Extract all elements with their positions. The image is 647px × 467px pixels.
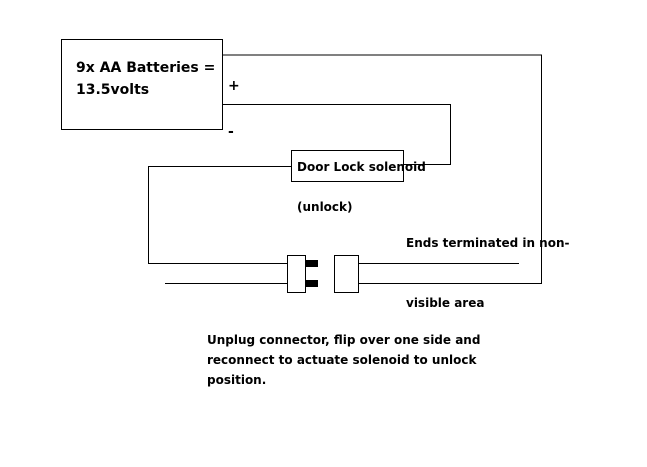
battery-plus-sign: + [228,78,240,94]
solenoid-box [291,150,404,182]
battery-minus-sign: - [228,124,234,140]
instructions-line2: reconnect to actuate solenoid to unlock [207,353,477,367]
connector-right-half [334,255,359,293]
battery-to-solenoid-wire [222,104,451,165]
connector-left-half [287,255,306,293]
solenoid-state-label: (unlock) [297,200,353,214]
connector-pin-top [306,260,318,267]
ends-note-line1: Ends terminated in non- [406,236,570,250]
instructions-line1: Unplug connector, flip over one side and [207,333,480,347]
battery-label-line2: 13.5volts [76,82,149,98]
solenoid-label: Door Lock solenoid [297,160,426,174]
positive-return-wire [222,54,542,284]
battery-label-line1: 9x AA Batteries = [76,60,215,76]
solenoid-to-connector-wire [148,166,291,264]
battery-box [61,39,223,130]
connector-pin-bottom [306,280,318,287]
instructions-line3: position. [207,373,266,387]
ends-note-line2: visible area [406,296,484,310]
